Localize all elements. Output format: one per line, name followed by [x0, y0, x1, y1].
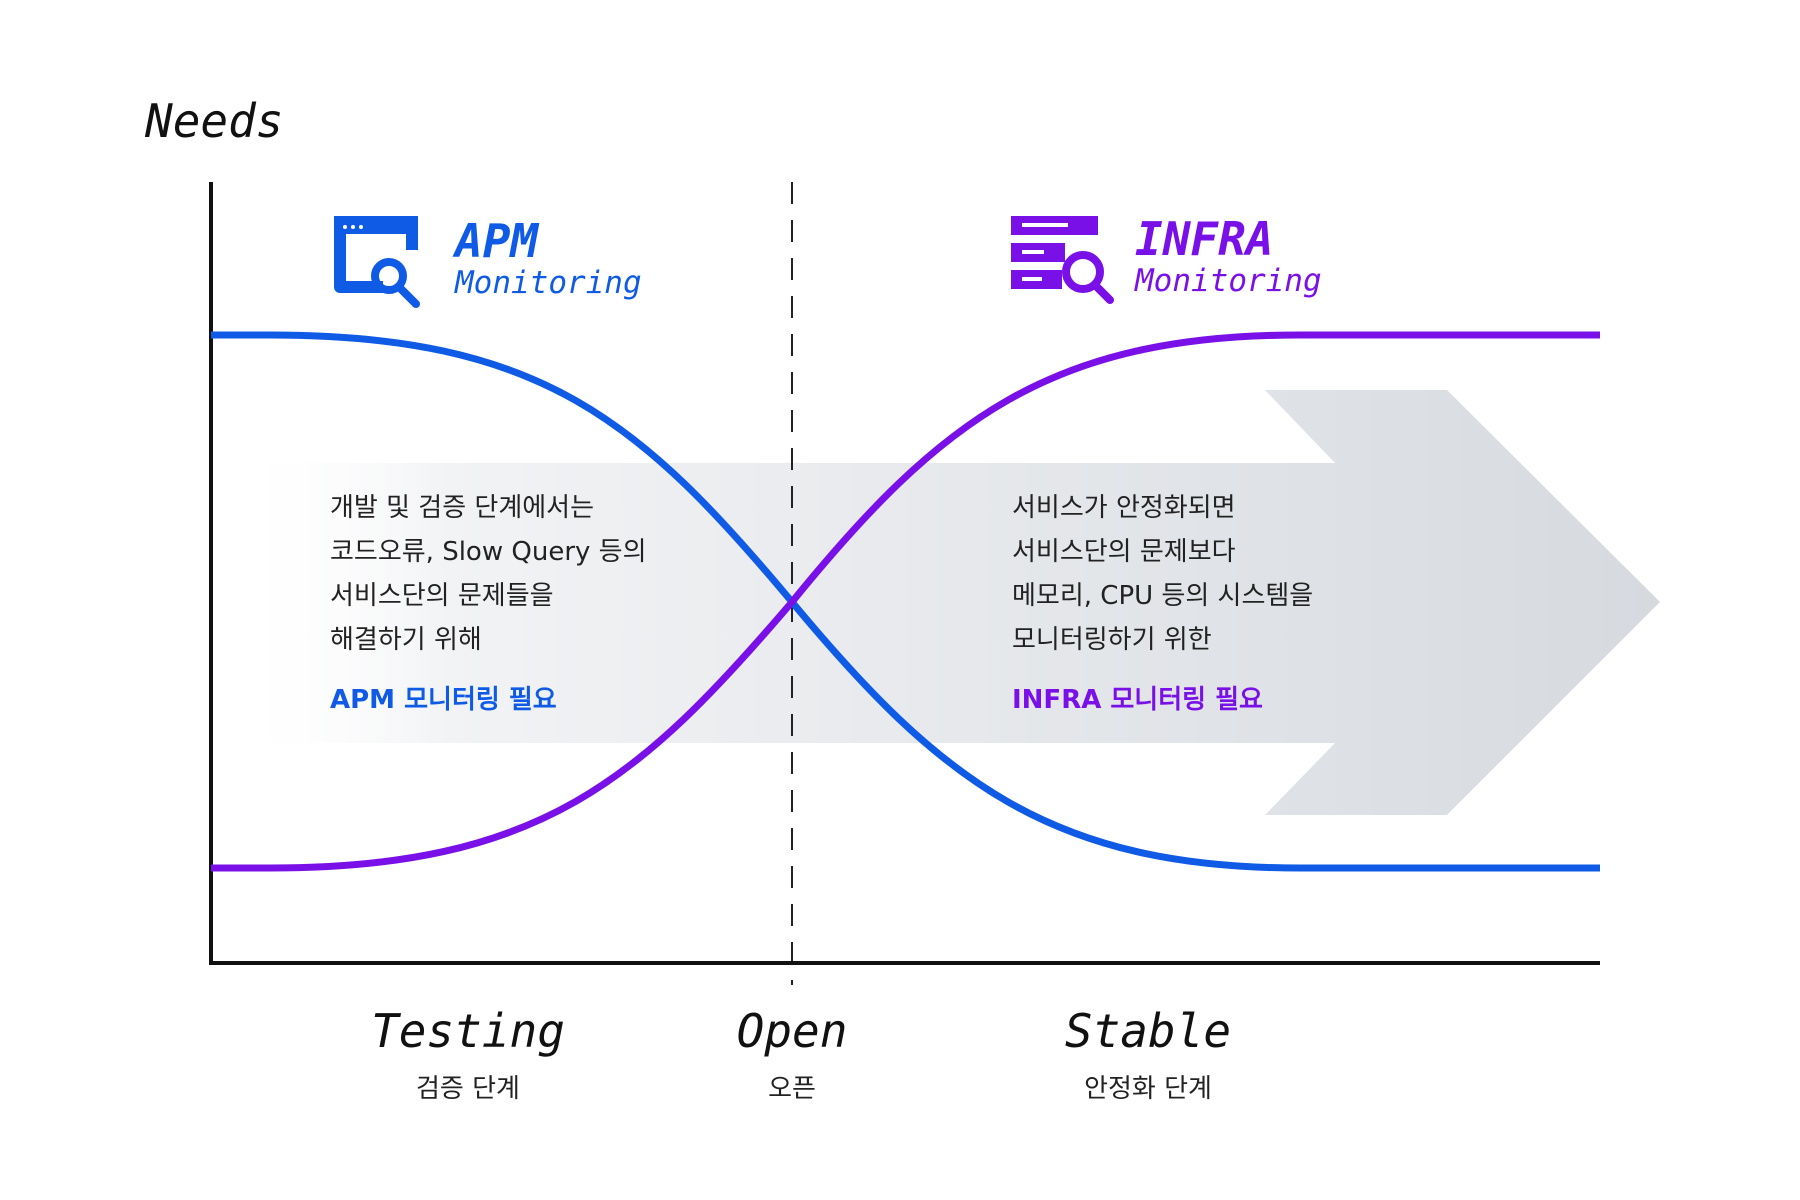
- apm-description: 개발 및 검증 단계에서는 코드오류, Slow Query 등의 서비스단의 …: [330, 493, 647, 655]
- stage-stable-label: 안정화 단계: [1084, 1074, 1212, 1104]
- apm-emphasis: APM 모니터링 필요: [330, 685, 557, 715]
- infra-emphasis: INFRA 모니터링 필요: [1012, 685, 1263, 715]
- infra-description-line: 메모리, CPU 등의 시스템을: [1012, 581, 1313, 611]
- apm-description-line: 서비스단의 문제들을: [330, 581, 554, 611]
- stage-open-name: Open: [737, 1004, 848, 1058]
- infra-subtitle: Monitoring: [1134, 263, 1322, 299]
- apm-description-line: 개발 및 검증 단계에서는: [330, 493, 594, 523]
- apm-description-line: 해결하기 위해: [330, 625, 482, 655]
- apm-subtitle: Monitoring: [454, 265, 642, 301]
- infra-description-line: 서비스가 안정화되면: [1012, 493, 1236, 523]
- server-search-icon: [1011, 216, 1114, 304]
- infra-title: INFRA: [1135, 212, 1273, 266]
- browser-search-icon: [334, 216, 420, 308]
- infra-needs-curve: [211, 331, 1600, 872]
- progress-arrow: [230, 390, 1660, 815]
- stage-stable-name: Stable: [1065, 1004, 1231, 1058]
- apm-title: APM: [452, 214, 539, 268]
- infra-description: 서비스가 안정화되면 서비스단의 문제보다 메모리, CPU 등의 시스템을 모…: [1012, 493, 1313, 655]
- infra-description-line: 서비스단의 문제보다: [1012, 537, 1236, 567]
- apm-description-line: 코드오류, Slow Query 등의: [330, 537, 647, 567]
- stage-testing-name: Testing: [371, 1004, 565, 1058]
- infra-description-line: 모니터링하기 위한: [1012, 625, 1212, 655]
- stage-open-label: 오픈: [768, 1074, 816, 1104]
- y-axis-label: Needs: [144, 94, 283, 148]
- stage-testing-label: 검증 단계: [416, 1074, 520, 1104]
